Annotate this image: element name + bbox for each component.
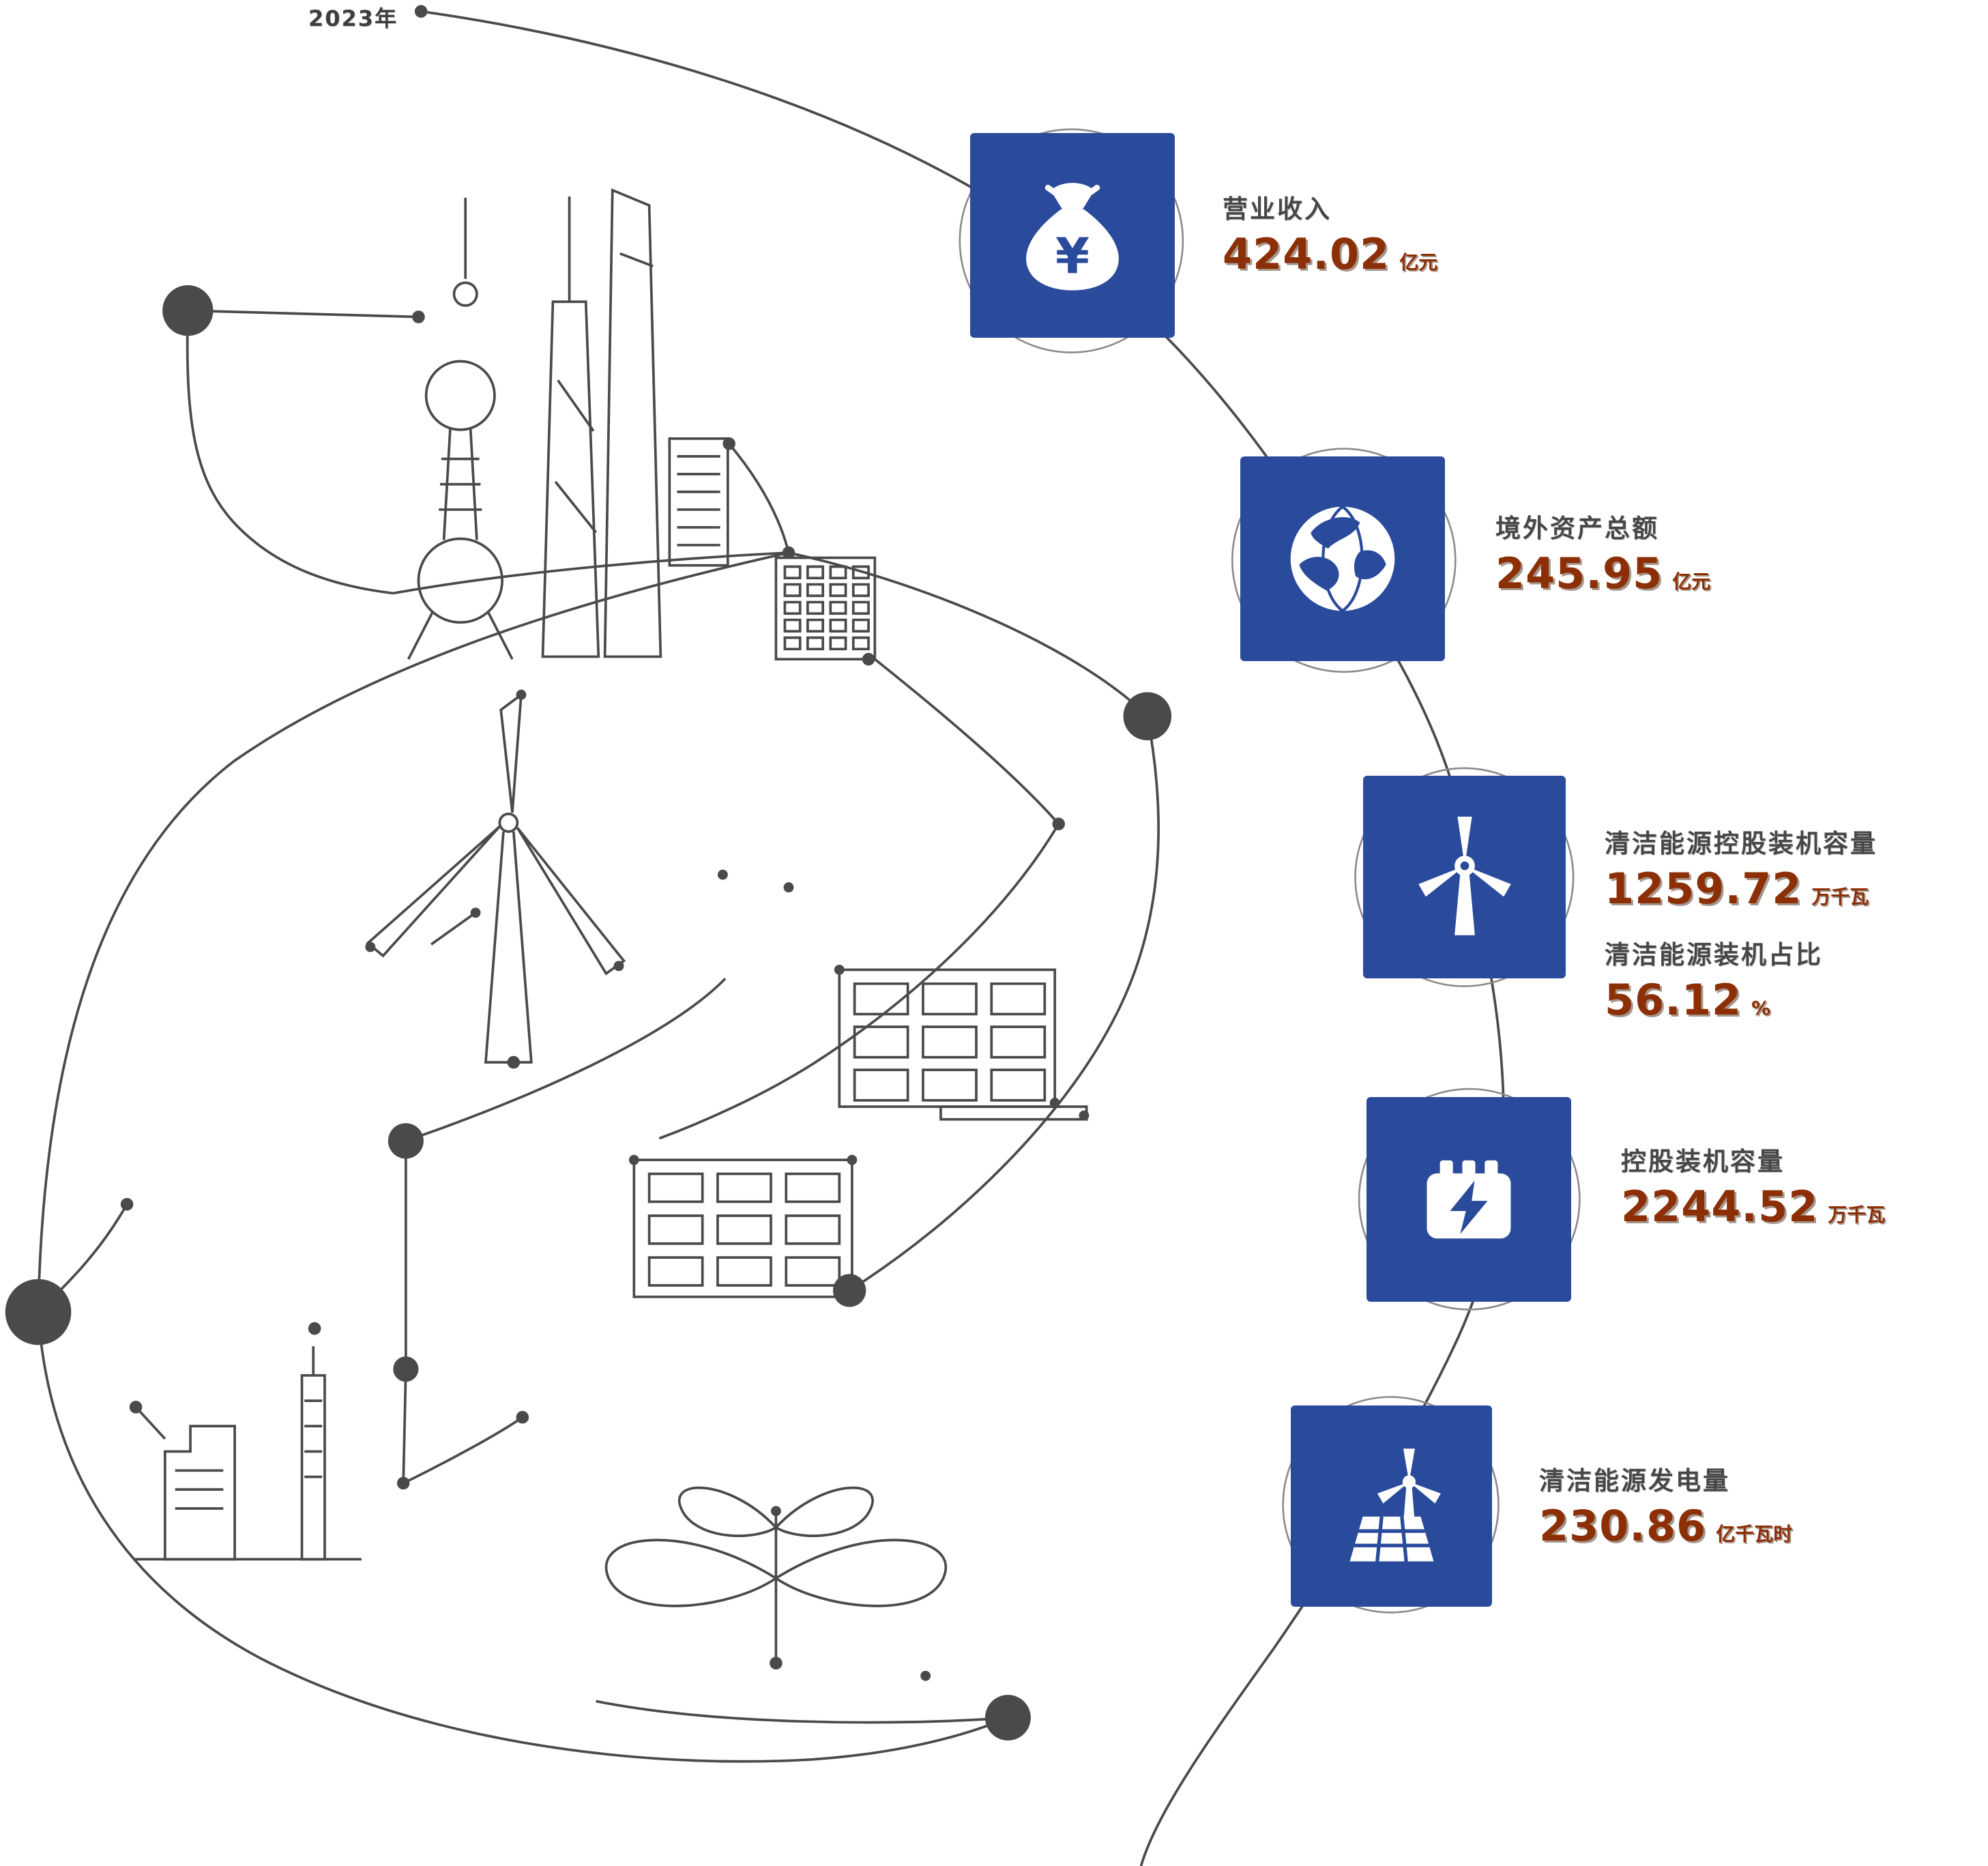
stat-value: 1259.72 — [1605, 864, 1802, 914]
stat-value: 56.12 — [1605, 975, 1742, 1025]
stat-unit: 万千瓦 — [1828, 1204, 1886, 1226]
stat-label: 清洁能源控股装机容量 — [1605, 829, 1877, 858]
stat-total-capacity: 控股装机容量 2244.52 万千瓦 — [1621, 1141, 1885, 1231]
stat-unit: 亿元 — [1672, 570, 1711, 593]
stat-tile-total-capacity — [1366, 1097, 1571, 1302]
node-dots — [5, 5, 1172, 1741]
stat-clean-energy-capacity: 清洁能源控股装机容量 1259.72 万千瓦 清洁能源装机占比 56.12 % — [1605, 823, 1877, 1025]
stat-tile-overseas-assets — [1240, 456, 1445, 661]
stat-value: 424.02 — [1223, 229, 1390, 279]
stat-unit: 万千瓦 — [1811, 886, 1869, 908]
stat-unit: 亿千瓦时 — [1716, 1523, 1793, 1545]
generator-icon — [1427, 1160, 1511, 1239]
stat-tile-revenue: ¥ — [970, 133, 1175, 338]
stat-tile-clean-energy-capacity — [1363, 776, 1566, 978]
stat-unit: % — [1751, 997, 1771, 1019]
wind-turbine-icon — [1418, 816, 1511, 935]
year-label: 2023年 — [308, 5, 398, 31]
stat-clean-energy-generation: 清洁能源发电量 230.86 亿千瓦时 — [1539, 1460, 1792, 1551]
tile-rings — [959, 128, 1581, 1614]
money-bag-icon: ¥ — [1026, 183, 1119, 291]
stat-label: 营业收入 — [1223, 194, 1332, 224]
stat-label: 控股装机容量 — [1621, 1147, 1785, 1176]
stat-label: 境外资产总额 — [1495, 514, 1659, 543]
svg-text:¥: ¥ — [1055, 227, 1090, 285]
stat-unit: 亿元 — [1399, 251, 1438, 274]
globe-icon — [1290, 505, 1395, 613]
stat-tile-clean-energy-generation — [1291, 1405, 1492, 1607]
stat-value: 230.86 — [1539, 1501, 1707, 1551]
stat-overseas-assets: 境外资产总额 245.95 亿元 — [1495, 508, 1710, 598]
stat-label: 清洁能源发电量 — [1539, 1466, 1730, 1496]
stat-value: 2244.52 — [1621, 1182, 1819, 1231]
stat-revenue: 营业收入 424.02 亿元 — [1223, 188, 1437, 279]
stat-label: 清洁能源装机占比 — [1605, 940, 1823, 970]
clean-power-icon — [1349, 1448, 1441, 1562]
stat-value: 245.95 — [1495, 549, 1663, 598]
